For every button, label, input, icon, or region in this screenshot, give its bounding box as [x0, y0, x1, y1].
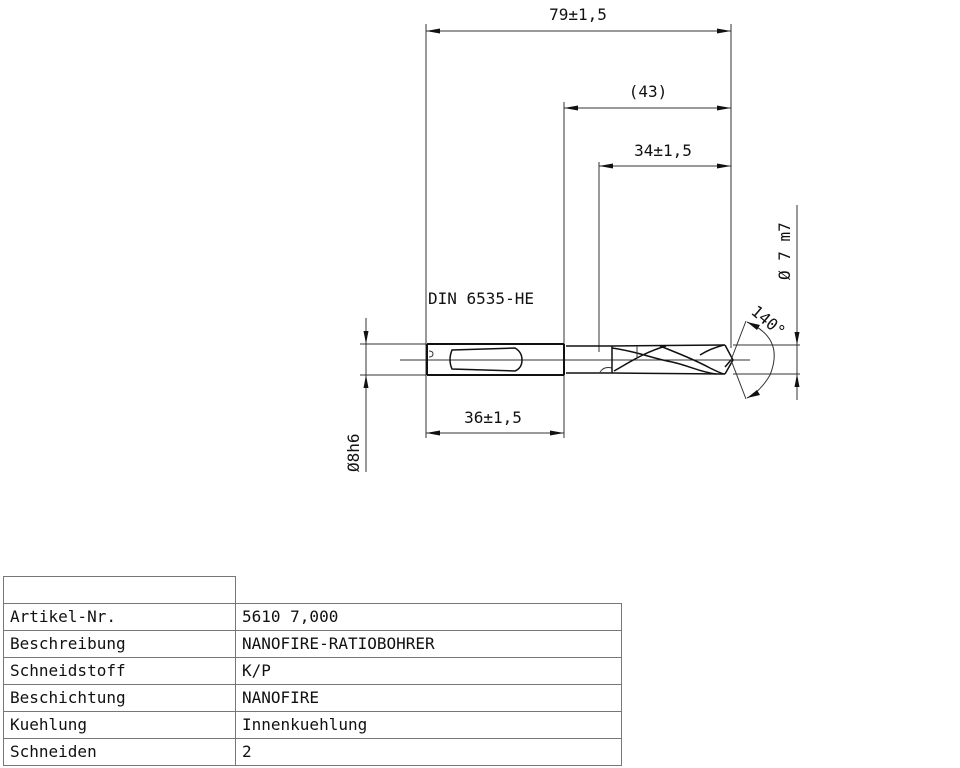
row-label: Beschichtung — [3, 684, 236, 712]
dim-point-angle-text: 140° — [747, 302, 789, 341]
table-header-row — [3, 576, 622, 604]
table-row: Schneidstoff K/P — [3, 657, 622, 685]
table-header-blank — [236, 577, 622, 604]
drill-flutes — [611, 344, 734, 375]
technical-drawing: 79±1,5 (43) 34±1,5 DIN 6535-HE — [344, 5, 800, 472]
dimension-shank-length: 36±1,5 — [426, 408, 564, 436]
dimension-shank-diameter: Ø8h6 — [344, 318, 426, 472]
table-row: Kuehlung Innenkuehlung — [3, 711, 622, 739]
row-value: NANOFIRE — [235, 684, 622, 712]
dim-overall-length-text: 79±1,5 — [549, 5, 607, 24]
row-value: Innenkuehlung — [235, 711, 622, 739]
standard-label: DIN 6535-HE — [428, 289, 534, 308]
dimension-overall-length: 79±1,5 — [426, 5, 731, 34]
spec-table: Artikel-Nr. 5610 7,000 Beschreibung NANO… — [3, 576, 622, 766]
dim-cutting-length-text: 34±1,5 — [634, 141, 692, 160]
clamping-flat — [449, 347, 523, 372]
row-value: K/P — [235, 657, 622, 685]
table-row: Artikel-Nr. 5610 7,000 — [3, 603, 622, 631]
drill-shank — [426, 343, 565, 376]
table-row: Beschreibung NANOFIRE-RATIOBOHRER — [3, 630, 622, 658]
row-value: NANOFIRE-RATIOBOHRER — [235, 630, 622, 658]
row-label: Beschreibung — [3, 630, 236, 658]
dim-shank-length-text: 36±1,5 — [464, 408, 522, 427]
dimension-flute-length: (43) — [564, 82, 731, 111]
dimension-cutting-length: 34±1,5 — [599, 141, 731, 169]
row-label: Schneidstoff — [3, 657, 236, 685]
row-label: Kuehlung — [3, 711, 236, 739]
row-label: Schneiden — [3, 738, 236, 766]
table-header-cell — [3, 576, 236, 604]
dim-flute-length-text: (43) — [629, 82, 668, 101]
table-row: Beschichtung NANOFIRE — [3, 684, 622, 712]
row-value: 2 — [235, 738, 622, 766]
dimension-cutting-diameter: Ø 7 m7 — [733, 205, 800, 400]
drill-neck — [566, 345, 613, 374]
dim-cutting-diameter-text: Ø 7 m7 — [775, 222, 794, 280]
row-value: 5610 7,000 — [235, 603, 622, 631]
dim-shank-diameter-text: Ø8h6 — [344, 433, 363, 472]
table-row: Schneiden 2 — [3, 738, 622, 766]
row-label: Artikel-Nr. — [3, 603, 236, 631]
dimension-point-angle: 140° — [730, 302, 789, 400]
